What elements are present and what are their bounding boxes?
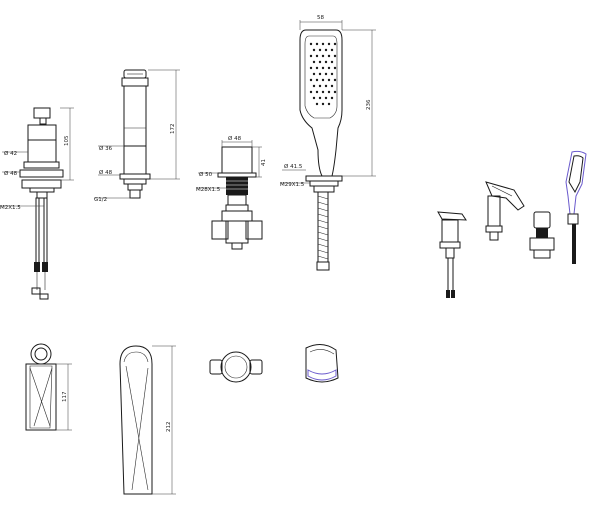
perspective-lever-valve: [437, 211, 467, 298]
dim-h212-label: 212: [166, 422, 172, 433]
dim-h41-label: 41: [261, 159, 267, 166]
dim-d48-c-label: Ø 48: [228, 135, 242, 142]
handle-valve-front-view: [196, 140, 263, 250]
hand-shower-top-view: [305, 344, 339, 383]
dim-d42-label: Ø 42: [4, 150, 17, 157]
dim-d50-label: Ø 50: [199, 171, 213, 178]
dim-d48-label: Ø 48: [4, 170, 18, 177]
hand-shower-front-view: [280, 20, 376, 271]
dim-d36-label: Ø 36: [99, 145, 113, 152]
lever-valve-front-view: [0, 107, 74, 300]
dim-d48-b-label: Ø 48: [99, 169, 113, 176]
spray-nozzles: [309, 42, 337, 106]
dim-thread-label: M2X1.5: [0, 205, 21, 211]
spout-front-view: [94, 69, 180, 199]
perspective-spout: [485, 181, 525, 241]
spout-side-view: [119, 345, 176, 495]
dim-w58-label: 58: [317, 15, 324, 21]
dim-h172-label: 172: [170, 124, 176, 135]
dim-thread-c-label: M28X1.5: [196, 187, 221, 193]
shower-hose: [316, 191, 330, 271]
lever-valve-side-view: [25, 343, 72, 431]
dim-h236-label: 236: [366, 99, 372, 110]
dim-h117-label: 117: [62, 391, 68, 402]
perspective-set-illustration: [437, 150, 587, 298]
perspective-handle-valve: [529, 211, 555, 259]
dim-d41-5-label: Ø 41.5: [284, 163, 303, 170]
perspective-hand-shower: [565, 150, 587, 264]
dim-h105-label: 105: [64, 135, 70, 146]
handle-valve-top-view: [209, 351, 263, 383]
dim-g12-label: G1/2: [94, 197, 107, 203]
dim-thread-d-label: M29X1.5: [280, 182, 305, 188]
